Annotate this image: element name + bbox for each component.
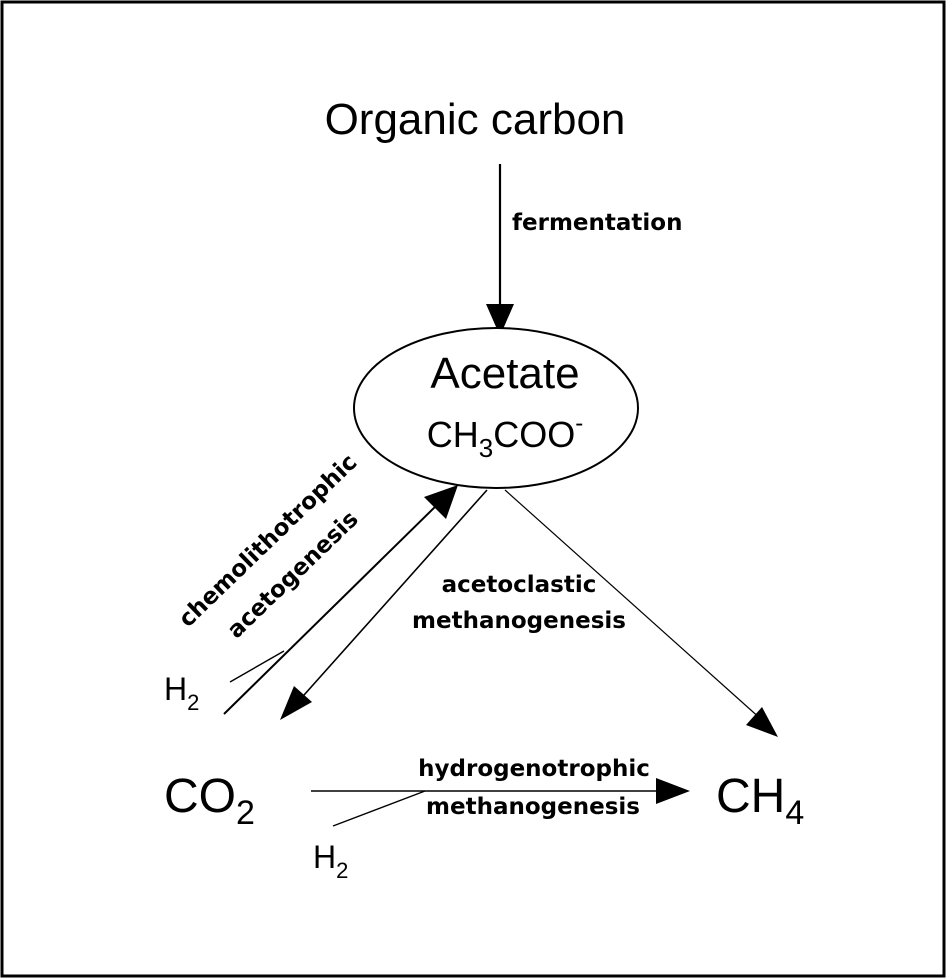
acetate-formula-base: CH <box>427 414 479 455</box>
label-fermentation: fermentation <box>512 210 682 236</box>
ch4-subscript: 4 <box>785 794 804 832</box>
node-co2: CO2 <box>164 770 255 832</box>
h2-left-base: H <box>164 671 187 707</box>
arrow-acetoclastic-to-co2 <box>295 489 488 705</box>
ch4-base: CH <box>716 770 785 823</box>
label-acetoclastic-methanogenesis: methanogenesis <box>412 608 626 634</box>
co2-subscript: 2 <box>236 794 255 832</box>
arrowhead-fermentation <box>486 304 514 336</box>
arrowhead-chemolithotrophic-fill <box>424 485 458 519</box>
arrow-chemolithotrophic-acetogenesis <box>223 501 441 715</box>
node-h2-left: H2 <box>164 671 199 715</box>
h2-input-line-hydrogenotrophic <box>332 790 426 827</box>
node-h2-bottom: H2 <box>313 839 348 883</box>
label-hydrogenotrophic-methanogenesis: methanogenesis <box>426 794 640 820</box>
node-acetate-formula: CH3COO- <box>427 410 583 463</box>
node-acetate-name: Acetate <box>430 349 579 398</box>
acetate-formula-mid: COO <box>493 414 575 455</box>
h2-bottom-subscript: 2 <box>336 858 348 883</box>
h2-input-line-acetogenesis <box>229 650 285 683</box>
label-hydrogenotrophic: hydrogenotrophic <box>418 756 650 782</box>
h2-left-subscript: 2 <box>187 690 199 715</box>
arrowhead-acetoclastic-ch4 <box>746 707 778 737</box>
co2-base: CO <box>164 770 236 823</box>
node-organic-carbon: Organic carbon <box>325 95 626 144</box>
node-ch4: CH4 <box>716 770 804 832</box>
arrow-acetoclastic-to-ch4 <box>504 489 763 721</box>
acetate-formula-superscript: - <box>575 410 583 437</box>
arrowhead-hydrogenotrophic <box>656 778 690 804</box>
arrowhead-acetoclastic-co2 <box>280 686 312 720</box>
node-acetate-ellipse <box>353 327 639 489</box>
acetate-formula-subscript: 3 <box>479 433 493 463</box>
label-acetoclastic: acetoclastic <box>442 572 597 598</box>
h2-bottom-base: H <box>313 839 336 875</box>
